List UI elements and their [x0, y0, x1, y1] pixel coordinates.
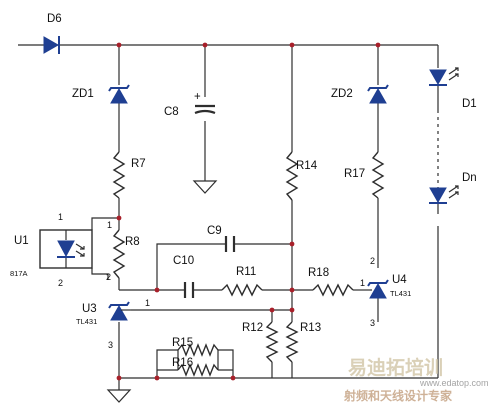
label-u3-part: TL431 — [76, 317, 97, 326]
resistor-r14 — [285, 151, 299, 201]
resistor-r12 — [265, 321, 279, 363]
resistor-r16 — [177, 363, 219, 377]
watermark-brand: 易迪拓培训 — [348, 356, 443, 379]
capacitor-c9 — [224, 236, 236, 252]
label-zd1: ZD1 — [72, 88, 94, 100]
capacitor-c10 — [183, 282, 195, 298]
watermark-url: www.edatop.com — [419, 378, 489, 388]
label-r12: R12 — [242, 322, 263, 334]
label-r11: R11 — [236, 266, 256, 278]
label-zd2: ZD2 — [331, 88, 353, 100]
resistor-r13 — [285, 321, 299, 363]
label-r8: R8 — [125, 236, 140, 248]
pin-u1-1: 1 — [58, 212, 63, 222]
label-c8-plus: + — [194, 91, 201, 103]
pin-u4-1: 1 — [360, 278, 365, 288]
led-dn — [429, 185, 459, 204]
zener-zd1 — [108, 84, 130, 104]
watermark: 易迪拓培训 射频和天线设计专家 www.edatop.com — [343, 356, 489, 403]
label-c8: C8 — [164, 106, 179, 118]
label-dn: Dn — [462, 172, 477, 184]
label-d1: D1 — [462, 98, 477, 110]
label-r18: R18 — [308, 267, 329, 279]
resistor-r7 — [112, 151, 126, 199]
label-u1-part: 817A — [10, 269, 28, 278]
resistor-r8 — [112, 229, 126, 279]
wires — [18, 44, 439, 390]
resistor-r18 — [312, 283, 354, 297]
pin-u4-2: 2 — [370, 256, 375, 266]
label-r14: R14 — [296, 160, 318, 172]
pin-u1-right-2: 2 — [106, 272, 111, 282]
pin-u1-2: 2 — [58, 278, 63, 288]
pin-u1-right-1: 1 — [107, 220, 112, 230]
label-r17: R17 — [344, 168, 365, 180]
label-r15: R15 — [172, 337, 193, 349]
label-r7: R7 — [131, 158, 146, 170]
ground-symbol-bottom — [106, 389, 132, 403]
label-r13: R13 — [300, 322, 321, 334]
junctions — [116, 42, 381, 381]
resistor-r17 — [371, 151, 385, 199]
zener-zd2 — [367, 84, 389, 104]
label-u4: U4 — [392, 274, 407, 286]
label-u1: U1 — [14, 235, 29, 247]
label-d6: D6 — [47, 13, 62, 25]
capacitor-c8 — [194, 104, 216, 115]
label-c9: C9 — [207, 225, 222, 237]
pin-u3-3: 3 — [108, 340, 113, 350]
resistor-r11 — [221, 283, 263, 297]
led-d1 — [429, 67, 459, 86]
label-c10: C10 — [173, 255, 194, 267]
watermark-slogan: 射频和天线设计专家 — [343, 388, 453, 403]
resistor-r15 — [177, 343, 219, 357]
pin-u4-3: 3 — [370, 318, 375, 328]
label-u3: U3 — [82, 303, 97, 315]
optocoupler-u1 — [39, 229, 93, 269]
pin-u3-1: 1 — [145, 298, 150, 308]
shunt-regulator-u4 — [366, 279, 389, 299]
ground-symbol-top — [192, 180, 218, 194]
label-u4-part: TL431 — [390, 289, 411, 298]
label-r16: R16 — [172, 357, 193, 369]
diode-d6 — [43, 36, 60, 54]
shunt-regulator-u3 — [108, 301, 131, 321]
